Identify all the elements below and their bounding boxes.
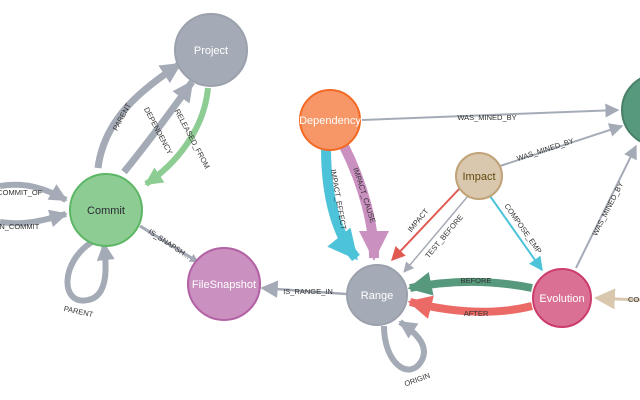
edge-label: CO	[628, 295, 639, 304]
edge-commit-self-parent[interactable]: PARENT	[63, 239, 115, 319]
node-label: Dependency	[299, 115, 361, 127]
edge-label: MAIN_COMMIT	[0, 222, 40, 231]
node-label: Evolution	[539, 293, 584, 305]
edge-dependency-offscreen-mined[interactable]: WAS_MINED_BY	[361, 103, 620, 122]
edge-impact-evolution-compose[interactable]: COMPOSE_EMP	[489, 195, 544, 272]
nodes: Project Commit FileSnapshot Dependency I…	[69, 13, 640, 328]
edge-label: IS_SNAPSH...	[147, 227, 192, 261]
edge-commit-filesnapshot[interactable]: IS_SNAPSH...	[139, 224, 199, 264]
edge-label: PARENT	[63, 304, 94, 319]
edge-in-commit-main-commit[interactable]: MAIN_COMMIT	[0, 209, 68, 231]
edge-in-commit-is-commit-of[interactable]: IS_COMMIT_OF	[0, 181, 68, 203]
edge-label: IS_RANGE_IN	[283, 287, 333, 296]
edge-label: RELEASED_FROM	[173, 107, 212, 170]
edge-evolution-range-after[interactable]: AFTER	[407, 295, 533, 319]
edge-range-self-origin[interactable]: ORIGIN	[381, 319, 431, 389]
edge-label: WAS_MINED_BY	[516, 136, 575, 163]
node-filesnapshot[interactable]: FileSnapshot	[187, 247, 261, 321]
edge-label: AFTER	[464, 309, 489, 318]
edge-label: WAS_MINED_BY	[457, 113, 516, 122]
edge-label: COMPOSE_EMP	[503, 202, 544, 255]
edge-label: WAS_MINED_BY	[590, 180, 625, 237]
node-project[interactable]: Project	[174, 13, 248, 87]
node-label: Impact	[462, 171, 495, 183]
node-commit[interactable]: Commit	[69, 173, 143, 247]
node-impact[interactable]: Impact	[455, 152, 503, 200]
node-offscreen[interactable]	[621, 74, 640, 146]
edge-in-evolution-co[interactable]: CO	[593, 288, 640, 310]
node-dependency[interactable]: Dependency	[299, 89, 361, 151]
node-label: Range	[361, 290, 393, 302]
edge-range-filesnapshot[interactable]: IS_RANGE_IN	[260, 280, 347, 298]
node-range[interactable]: Range	[346, 264, 408, 326]
edge-impact-range-test[interactable]: TEST_BEFORE	[403, 195, 469, 273]
edge-label: BEFORE	[461, 276, 492, 285]
edge-evolution-range-before[interactable]: BEFORE	[407, 272, 533, 296]
edge-label: ORIGIN	[403, 371, 431, 389]
node-evolution[interactable]: Evolution	[532, 268, 592, 328]
edge-label: PARENT	[111, 101, 133, 132]
node-label: FileSnapshot	[192, 279, 256, 291]
edge-evolution-offscreen-mined[interactable]: WAS_MINED_BY	[575, 144, 637, 269]
edge-impact-offscreen-mined[interactable]: WAS_MINED_BY	[499, 123, 624, 167]
node-label: Project	[194, 45, 228, 57]
edge-label: IMPACT	[406, 207, 431, 234]
node-label: Commit	[87, 205, 125, 217]
edge-label: IS_COMMIT_OF	[0, 188, 43, 197]
